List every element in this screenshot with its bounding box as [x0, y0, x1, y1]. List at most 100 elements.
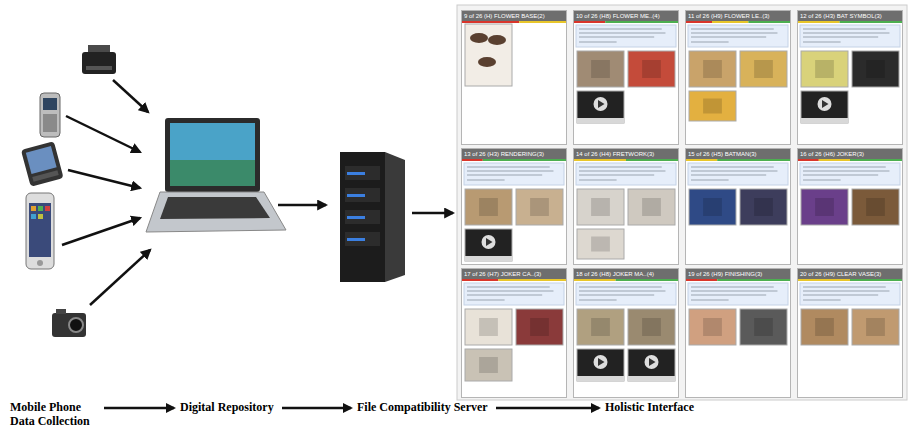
flow-arrow: [412, 212, 453, 215]
device-arrow: [68, 170, 140, 188]
video-controls: [465, 256, 512, 261]
play-button: [486, 238, 493, 246]
screenshot-card: 19 of 26 (H9) FINISHING(3): [685, 268, 791, 398]
smartphone-icon: [38, 206, 43, 211]
photo-thumbnail: [628, 51, 675, 87]
photo-thumbnail: [689, 51, 736, 87]
video-controls: [577, 118, 624, 123]
photo-thumbnail: [801, 189, 848, 225]
card-ground: [797, 268, 903, 398]
server-icon: [347, 216, 365, 219]
play-button: [598, 358, 605, 366]
text-line: [803, 295, 878, 296]
photo-thumbnail: [465, 309, 512, 345]
text-line: [579, 167, 662, 168]
flow-arrow: [282, 407, 351, 410]
camera-icon: [52, 313, 86, 337]
text-line: [467, 300, 505, 301]
device-arrow: [62, 218, 140, 245]
card-art: [573, 268, 679, 398]
phone-icon: [32, 170, 58, 182]
screenshot-card: 15 of 26 (H5) BATMAN(3): [685, 148, 791, 265]
text-line: [691, 37, 766, 38]
screenshot-card: 12 of 26 (H3) BAT SYMBOL(3): [797, 10, 903, 145]
photo-thumbnail: [516, 189, 563, 225]
card-ground: [461, 10, 567, 145]
text-line: [803, 287, 886, 288]
photo-detail: [530, 318, 549, 336]
phone-icon: [40, 93, 60, 137]
video-thumbnail: [465, 229, 512, 261]
server-icon: [345, 166, 380, 180]
text-line: [467, 287, 550, 288]
photo-thumbnail: [465, 349, 512, 381]
play-button: [649, 358, 656, 366]
bat-shape: [478, 57, 496, 67]
printer-icon: [82, 52, 116, 74]
stage-label: Mobile Phone Data Collection: [10, 400, 98, 428]
card-header: 13 of 26 (H3) RENDERING(3): [462, 149, 566, 159]
device-arrow: [66, 116, 140, 152]
photo-detail: [530, 198, 549, 216]
photo-thumbnail: [740, 189, 787, 225]
card-art: [797, 268, 903, 398]
card-ground: [573, 268, 679, 398]
video-controls: [628, 376, 675, 381]
text-line: [579, 37, 654, 38]
play-button: [822, 100, 829, 108]
screenshot-card: 11 of 26 (H9) FLOWER LE..(3): [685, 10, 791, 145]
camera-icon: [56, 309, 66, 314]
smartphone-icon: [26, 193, 54, 269]
photo-detail: [866, 198, 885, 216]
card-ground: [461, 148, 567, 265]
text-line: [579, 287, 662, 288]
video-controls: [801, 118, 848, 123]
play-button: [594, 355, 608, 369]
laptop-icon: [160, 197, 270, 219]
screenshot-card: 17 of 26 (H7) JOKER CA..(3): [461, 268, 567, 398]
laptop-icon: [146, 192, 286, 232]
printer-icon: [82, 45, 116, 74]
photo-detail: [642, 198, 661, 216]
play-button: [818, 97, 832, 111]
text-line: [691, 180, 729, 181]
text-line: [691, 167, 774, 168]
device-arrow: [113, 80, 148, 112]
photo-thumbnail: [577, 229, 624, 259]
video-thumbnail: [577, 91, 624, 123]
server-icon: [347, 172, 365, 175]
photo-detail: [591, 237, 610, 252]
photo-thumbnail: [740, 51, 787, 87]
text-line: [691, 291, 777, 292]
laptop-icon: [170, 160, 255, 186]
card-art: [461, 268, 567, 398]
description-box: [576, 163, 676, 185]
photo-detail: [703, 99, 722, 114]
smartphone-icon: [31, 206, 36, 211]
text-line: [467, 175, 542, 176]
screenshot-card: 13 of 26 (H3) RENDERING(3): [461, 148, 567, 265]
card-art: [797, 148, 903, 265]
smartphone-icon: [38, 214, 43, 219]
printer-icon: [86, 66, 112, 70]
text-line: [467, 167, 550, 168]
screenshot-card: 9 of 26 (H) FLOWER BASE(2): [461, 10, 567, 145]
text-line: [803, 42, 841, 43]
text-line: [691, 175, 766, 176]
card-header: 20 of 26 (H9) CLEAR VASE(3): [798, 269, 902, 279]
play-button: [482, 235, 496, 249]
text-line: [803, 171, 889, 172]
description-box: [576, 283, 676, 305]
photo-thumbnail: [852, 189, 899, 225]
stage-node: Holistic Interface: [605, 400, 696, 414]
text-line: [803, 180, 841, 181]
card-header: 17 of 26 (H7) JOKER CA..(3): [462, 269, 566, 279]
photo-thumbnail: [516, 309, 563, 345]
text-line: [803, 167, 886, 168]
description-box: [464, 163, 564, 185]
photo-detail: [754, 60, 773, 78]
flow-arrow: [104, 407, 174, 410]
photo-thumbnail: [740, 309, 787, 345]
smartphone-icon: [26, 193, 54, 269]
